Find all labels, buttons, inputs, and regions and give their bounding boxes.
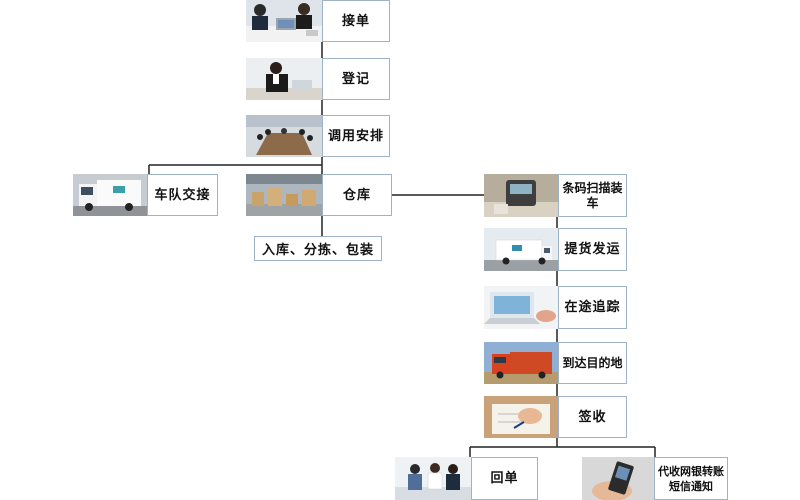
node-tracking: 在途追踪: [484, 286, 627, 329]
label-receipt: 回单: [471, 457, 538, 500]
node-receipt: 回单: [395, 457, 538, 500]
node-register: 登记: [246, 58, 390, 100]
photo-meeting-laptops: [246, 0, 322, 42]
label-sign: 签收: [558, 396, 627, 438]
node-sign: 签收: [484, 396, 627, 438]
photo-van: [484, 228, 558, 271]
node-dispatch: 调用安排: [246, 115, 390, 157]
node-pickup: 提货发运: [484, 228, 627, 271]
label-dispatch: 调用安排: [322, 115, 390, 157]
label-receive: 接单: [322, 0, 390, 42]
node-notify: 代收网银转账 短信通知: [582, 457, 728, 500]
photo-barcode-scanner: [484, 174, 558, 217]
photo-delivery-truck: [73, 174, 147, 216]
label-warehouse: 仓库: [322, 174, 392, 216]
label-arrive: 到达目的地: [558, 342, 627, 384]
label-scan: 条码扫描装车: [558, 174, 627, 217]
label-tracking: 在途追踪: [558, 286, 627, 329]
label-notify-line1: 代收网银转账: [658, 464, 724, 478]
photo-warehouse: [246, 174, 322, 216]
photo-office-team: [395, 457, 471, 500]
label-pickup: 提货发运: [558, 228, 627, 271]
node-scan: 条码扫描装车: [484, 174, 627, 217]
label-notify: 代收网银转账 短信通知: [654, 457, 728, 500]
photo-office-worker: [246, 58, 322, 100]
photo-laptop-tracking: [484, 286, 558, 329]
node-inbound: 入库、分拣、包装: [254, 236, 382, 261]
node-warehouse: 仓库: [246, 174, 392, 216]
node-fleet: 车队交接: [73, 174, 218, 216]
photo-mobile-phone: [582, 457, 654, 500]
photo-signing-hand: [484, 396, 558, 438]
label-fleet: 车队交接: [147, 174, 218, 216]
photo-red-truck: [484, 342, 558, 384]
node-receive: 接单: [246, 0, 390, 42]
node-arrive: 到达目的地: [484, 342, 627, 384]
label-register: 登记: [322, 58, 390, 100]
label-notify-line2: 短信通知: [669, 479, 713, 493]
photo-conference-room: [246, 115, 322, 157]
